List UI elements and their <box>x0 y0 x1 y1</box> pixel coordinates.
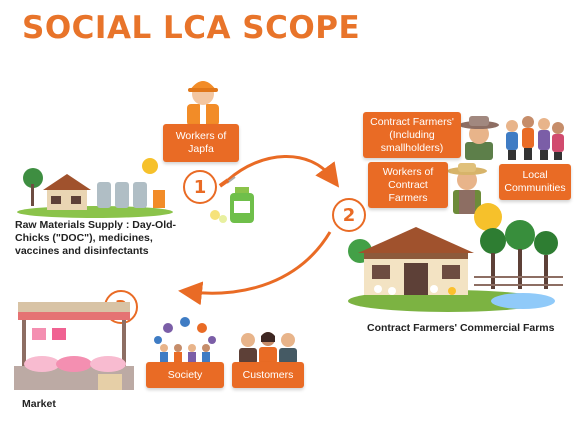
local-communities-icon <box>506 116 564 160</box>
tag-society: Society <box>146 362 224 388</box>
tag-workers-contract: Workers of Contract Farmers <box>368 162 448 208</box>
tag-contract-farmers: Contract Farmers' (Including smallholder… <box>363 112 461 158</box>
society-icon <box>154 317 216 364</box>
commercial-farm-illustration <box>348 203 563 312</box>
tag-local-communities: Local Communities <box>499 164 571 200</box>
market-illustration <box>14 302 134 390</box>
japfa-worker-icon <box>187 81 219 126</box>
arrow-2-to-3 <box>178 231 332 306</box>
caption-market: Market <box>22 398 56 410</box>
arrow-1-to-2 <box>227 155 340 188</box>
hatchery-illustration <box>17 158 173 218</box>
page-title: SOCIAL LCA SCOPE <box>22 10 361 46</box>
contract-farmer-icon <box>459 116 499 160</box>
tag-customers: Customers <box>232 362 304 388</box>
caption-raw-materials: Raw Materials Supply : Day-Old-Chicks ("… <box>15 219 177 257</box>
step-2-badge: 2 <box>332 198 366 232</box>
farm-worker-icon <box>447 163 487 214</box>
tag-workers-japfa: Workers of Japfa <box>163 124 239 162</box>
medicine-icon <box>210 176 254 223</box>
step-1-badge: 1 <box>183 170 217 204</box>
customers-icon <box>239 332 297 364</box>
caption-commercial-farms: Contract Farmers' Commercial Farms <box>367 322 555 334</box>
